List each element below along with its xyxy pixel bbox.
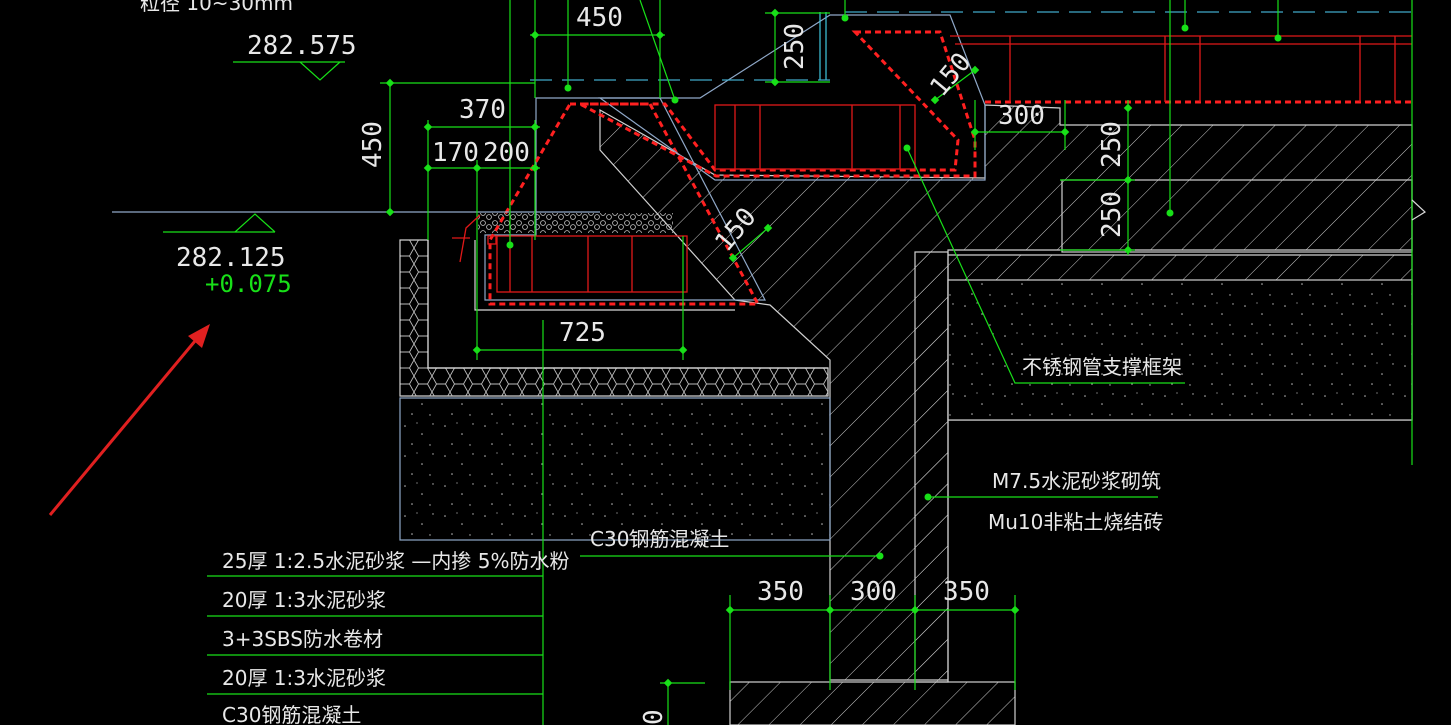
dim-350-left: 350 — [757, 577, 804, 607]
dim-350-right: 350 — [943, 577, 990, 607]
layer-3: 3+3SBS防水卷材 — [222, 627, 383, 651]
layer-2: 20厚 1:3水泥砂浆 — [222, 588, 386, 612]
brick-wall — [914, 251, 949, 683]
dim-170: 170 — [432, 138, 479, 168]
callout-mortar-masonry: M7.5水泥砂浆砌筑 — [992, 469, 1161, 493]
top-note: 粒径 10~30mm — [140, 0, 293, 15]
layer-1: 25厚 1:2.5水泥砂浆 —内掺 5%防水粉 — [222, 549, 570, 573]
dim-450-left: 450 — [358, 121, 388, 168]
callout-leaders — [207, 147, 1185, 695]
callout-concrete: C30钢筋混凝土 — [590, 527, 729, 551]
callout-frame: 不锈钢管支撑框架 — [1022, 355, 1182, 379]
dim-150-upper: 150 — [924, 47, 977, 102]
dim-250-right-a: 250 — [1097, 121, 1127, 168]
elevation-offset: +0.075 — [205, 270, 292, 298]
upper-deck-frame — [530, 0, 1426, 465]
gravel-layer — [478, 213, 673, 233]
dim-200: 200 — [483, 138, 530, 168]
upper-planter — [579, 12, 986, 181]
layer-5: C30钢筋混凝土 — [222, 703, 361, 725]
dim-300-mid: 300 — [850, 577, 897, 607]
flashing-detail — [452, 214, 497, 263]
layer-4: 20厚 1:3水泥砂浆 — [222, 666, 386, 690]
dim-250-right-b: 250 — [1097, 191, 1127, 238]
dim-0-bottom: 0 — [639, 709, 669, 725]
ground-line — [112, 61, 600, 233]
hatched-concrete-slab — [599, 104, 1413, 681]
dim-370: 370 — [459, 95, 506, 125]
dim-450-top: 450 — [576, 3, 623, 33]
dim-300-upper: 300 — [998, 101, 1045, 131]
callout-brick: Mu10非粘土烧结砖 — [988, 510, 1163, 534]
elevation-upper: 282.575 — [247, 31, 357, 61]
dim-250-top: 250 — [780, 23, 810, 70]
lower-fill-block — [399, 397, 1016, 725]
red-arrow-annotation — [48, 324, 210, 516]
elevation-lower: 282.125 — [176, 243, 286, 273]
dim-725: 725 — [559, 318, 606, 348]
